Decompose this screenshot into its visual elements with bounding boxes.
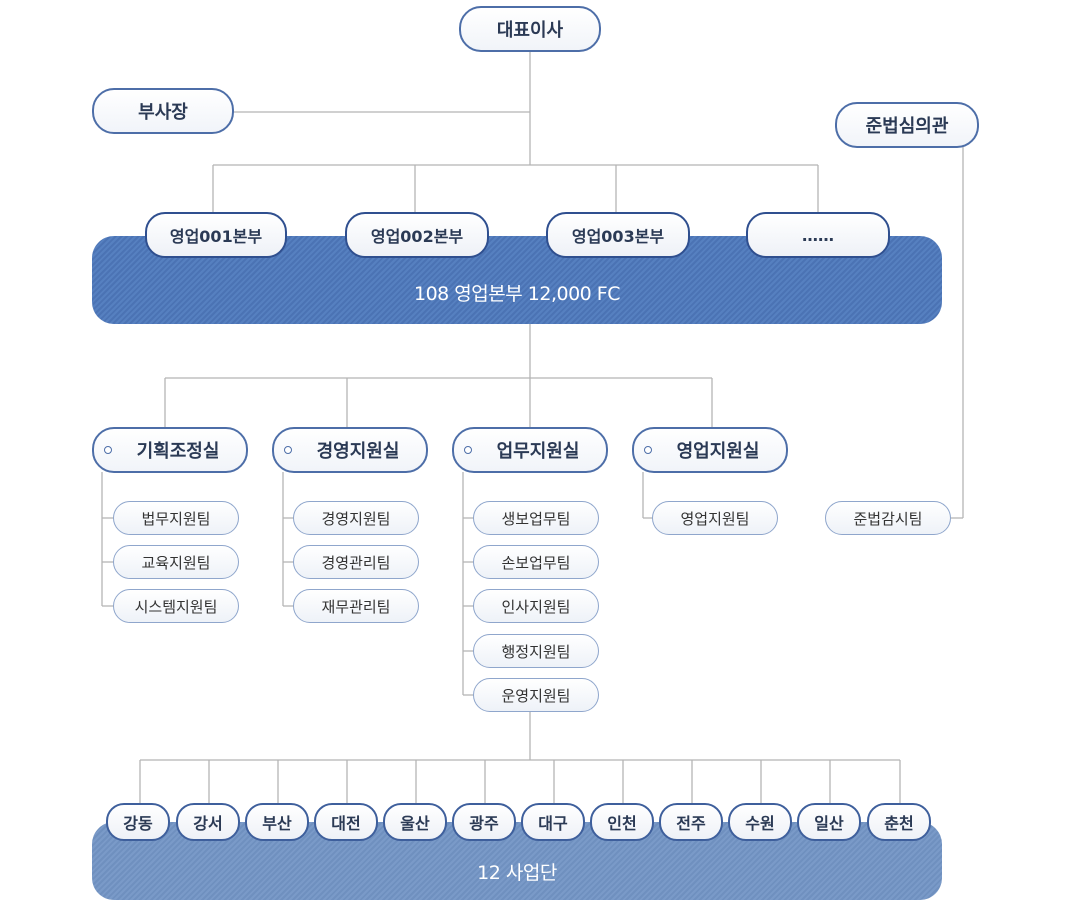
- bullet-icon: [464, 446, 472, 454]
- dept-label: 기획조정실: [136, 441, 220, 462]
- team-system[interactable]: 시스템지원팀: [113, 589, 239, 623]
- ceo-node[interactable]: 대표이사: [459, 6, 601, 52]
- bullet-icon: [104, 446, 112, 454]
- region-gangdong[interactable]: 강동: [106, 803, 170, 841]
- team-operations[interactable]: 운영지원팀: [473, 678, 599, 712]
- region-gangseo[interactable]: 강서: [176, 803, 240, 841]
- hq-band-label: 108 영업본부 12,000 FC: [414, 283, 620, 305]
- dept-label: 영업지원실: [676, 441, 760, 462]
- compliance-officer-node[interactable]: 준법심의관: [835, 102, 979, 148]
- region-suwon[interactable]: 수원: [728, 803, 792, 841]
- region-chuncheon[interactable]: 춘천: [867, 803, 931, 841]
- dept-label: 업무지원실: [496, 441, 580, 462]
- region-jeonju[interactable]: 전주: [659, 803, 723, 841]
- hq-node-1[interactable]: 영업001본부: [145, 212, 287, 258]
- region-ilsan[interactable]: 일산: [797, 803, 861, 841]
- team-compliance[interactable]: 준법감시팀: [825, 501, 951, 535]
- team-sales-support[interactable]: 영업지원팀: [652, 501, 778, 535]
- hq-node-2[interactable]: 영업002본부: [345, 212, 489, 258]
- team-management-admin[interactable]: 경영관리팀: [293, 545, 419, 579]
- dept-sales-support[interactable]: 영업지원실: [632, 427, 788, 473]
- team-education[interactable]: 교육지원팀: [113, 545, 239, 579]
- bullet-icon: [644, 446, 652, 454]
- team-non-life-insurance[interactable]: 손보업무팀: [473, 545, 599, 579]
- region-ulsan[interactable]: 울산: [383, 803, 447, 841]
- vice-president-node[interactable]: 부사장: [92, 88, 234, 134]
- team-finance[interactable]: 재무관리팀: [293, 589, 419, 623]
- team-admin[interactable]: 행정지원팀: [473, 634, 599, 668]
- dept-planning[interactable]: 기획조정실: [92, 427, 248, 473]
- team-life-insurance[interactable]: 생보업무팀: [473, 501, 599, 535]
- business-band-label: 12 사업단: [477, 862, 557, 884]
- hq-node-3[interactable]: 영업003본부: [546, 212, 690, 258]
- dept-management[interactable]: 경영지원실: [272, 427, 428, 473]
- hq-node-more[interactable]: ……: [746, 212, 890, 258]
- region-daejeon[interactable]: 대전: [314, 803, 378, 841]
- dept-operations[interactable]: 업무지원실: [452, 427, 608, 473]
- team-legal[interactable]: 법무지원팀: [113, 501, 239, 535]
- team-management-support[interactable]: 경영지원팀: [293, 501, 419, 535]
- region-busan[interactable]: 부산: [245, 803, 309, 841]
- bullet-icon: [284, 446, 292, 454]
- region-incheon[interactable]: 인천: [590, 803, 654, 841]
- team-hr[interactable]: 인사지원팀: [473, 589, 599, 623]
- region-daegu[interactable]: 대구: [521, 803, 585, 841]
- region-gwangju[interactable]: 광주: [452, 803, 516, 841]
- dept-label: 경영지원실: [316, 441, 400, 462]
